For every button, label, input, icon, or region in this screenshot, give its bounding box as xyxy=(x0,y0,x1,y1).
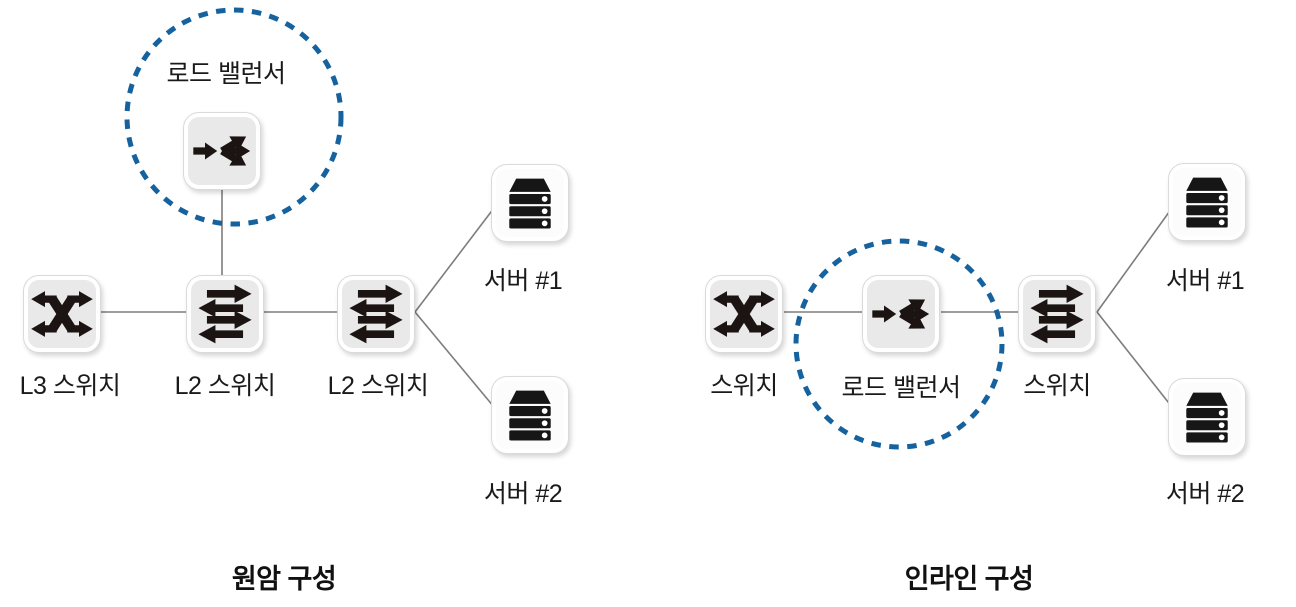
l2-switch-b-label: L2 스위치 xyxy=(327,372,429,400)
load-balancer-inline-label: 로드 밸런서 xyxy=(841,374,961,402)
load-balancer-icon xyxy=(183,112,261,190)
connector-l2b-to-server1 xyxy=(414,207,495,313)
server-1-icon xyxy=(491,164,569,242)
l2-switch-a-icon xyxy=(186,275,264,353)
l2-switch-b-icon xyxy=(337,275,415,353)
switch-a-label: 스위치 xyxy=(710,372,778,400)
switch-b-icon xyxy=(1018,275,1096,353)
server-1-label: 서버 #1 xyxy=(483,267,563,295)
switch-b-label: 스위치 xyxy=(1023,372,1091,400)
connector-switchb-to-server2 xyxy=(1096,311,1173,408)
switch-a-icon xyxy=(705,275,783,353)
server-1-inline-label: 서버 #1 xyxy=(1165,267,1245,295)
connector-l2b-to-server2 xyxy=(414,311,495,408)
highlight-circle-left xyxy=(124,7,344,227)
server-2-label: 서버 #2 xyxy=(483,480,563,508)
highlight-circle-right xyxy=(793,238,1005,450)
server-2-inline-icon xyxy=(1168,378,1246,456)
load-balancer-inline-icon xyxy=(862,275,940,353)
connector-switchb-to-server1 xyxy=(1096,207,1173,313)
load-balancer-label: 로드 밸런서 xyxy=(166,60,286,88)
server-1-inline-icon xyxy=(1168,163,1246,241)
left-diagram-caption: 원암 구성 xyxy=(231,564,337,594)
l3-switch-icon xyxy=(23,275,101,353)
server-2-inline-label: 서버 #2 xyxy=(1165,480,1245,508)
connector-lines xyxy=(101,190,1173,408)
l2-switch-a-label: L2 스위치 xyxy=(174,372,276,400)
server-2-icon xyxy=(491,376,569,454)
right-diagram-caption: 인라인 구성 xyxy=(904,564,1034,594)
l3-switch-label: L3 스위치 xyxy=(19,372,121,400)
